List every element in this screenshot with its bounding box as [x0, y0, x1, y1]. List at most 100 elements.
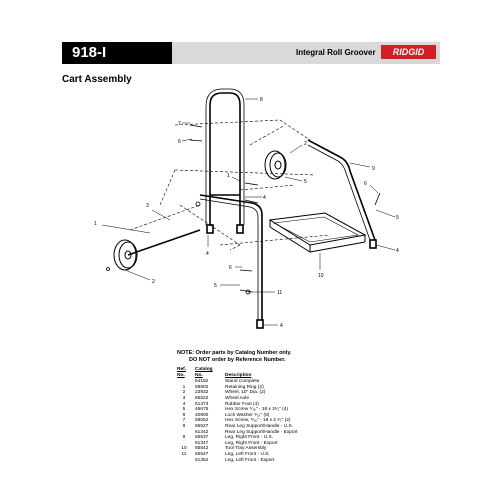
description-cell: Rubber Foot (4) — [225, 401, 259, 407]
callout-4d: 4 — [280, 323, 283, 329]
callout-7: 7 — [178, 121, 181, 127]
header-model-block — [62, 42, 172, 64]
description-cell: Leg, Right Front - U.S. — [225, 435, 273, 441]
description-cell: Leg, Left Front - U.S. — [225, 451, 270, 457]
left-wheel — [113, 239, 138, 271]
section-title: Cart Assembly — [62, 74, 132, 85]
table-row: 3 65522 Wheel Axle — [177, 396, 302, 402]
ref-cell: 10 — [181, 446, 187, 452]
model-number: 918-I — [72, 44, 107, 61]
catalog-cell: 58802 — [195, 384, 209, 390]
description-cell: Retaining Ring (2) — [225, 384, 264, 390]
catalog-cell: 58052 — [195, 418, 209, 424]
callout-1b: 1 — [94, 221, 97, 227]
catalog-cell: 61342 — [195, 429, 209, 435]
ref-cell: 3 — [182, 395, 186, 401]
callout-2b: 2 — [152, 279, 155, 285]
catalog-cell: 40800 — [195, 412, 209, 418]
left-front-leg — [199, 194, 264, 329]
cart-assembly-diagram: 8 7 6 2 5 4 1 4 9 5 4 6 3 1 2 10 4 11 5 … — [94, 88, 399, 329]
description-cell: Stand Complete — [225, 379, 260, 385]
callout-3: 3 — [146, 203, 149, 209]
ref-cell: 2 — [182, 390, 186, 396]
ref-cell: 11 — [181, 451, 187, 457]
order-note-line1: NOTE: Order parts by Catalog Number only… — [177, 350, 292, 356]
order-note: NOTE: Order parts by Catalog Number only… — [177, 350, 292, 363]
parts-table-body: 64182 Stand Complete 1 58802 Retaining Ring … — [177, 379, 302, 463]
callout-4: 4 — [263, 195, 266, 201]
description-cell: Leg, Left Front - Export — [225, 457, 275, 463]
ref-cell: 6 — [182, 412, 186, 418]
table-row: 61352 Leg, Left Front - Export — [177, 458, 302, 464]
catalog-cell: 65537 — [195, 435, 209, 441]
catalog-cell: 64182 — [195, 379, 209, 385]
table-row: 11 65547 Leg, Left Front - U.S. — [177, 452, 302, 458]
wheel-axle — [127, 229, 201, 256]
callout-numbers: 8 7 6 2 5 4 1 4 9 5 4 6 3 1 2 10 4 11 5 … — [94, 97, 399, 329]
right-front-leg — [307, 139, 377, 249]
callout-2: 2 — [304, 141, 307, 147]
header-title-bar — [172, 42, 440, 64]
description-cell: Wheel Axle — [225, 395, 249, 401]
ref-cell: 8 — [182, 423, 186, 429]
callout-5c: 5 — [214, 283, 217, 289]
hardware — [106, 124, 381, 295]
description-cell: Hex Screw ⁵⁄₁₆" - 18 x 2¹⁄₂" (4) — [225, 407, 289, 413]
catalog-cell: 46675 — [195, 407, 209, 413]
catalog-cell: 61352 — [195, 457, 209, 463]
ref-cell: 5 — [182, 407, 186, 413]
table-row: 5 46675 Hex Screw ⁵⁄₁₆" - 18 x 2¹⁄₂" (4) — [177, 407, 302, 413]
callout-4b: 4 — [206, 251, 209, 257]
callout-6b: 6 — [364, 181, 367, 187]
callout-8: 8 — [260, 97, 263, 103]
table-row: 10 65542 Tool Tray Assembly — [177, 446, 302, 452]
catalog-cell: 65527 — [195, 423, 209, 429]
catalog-cell: 65547 — [195, 451, 209, 457]
product-title: Integral Roll Groover — [296, 48, 376, 57]
rear-leg-handle — [205, 88, 245, 234]
col-catalog: Catalog No. — [195, 367, 213, 378]
description-cell: Hex Screw, ⁵⁄₁₆" - 18 x 2 ¹⁄₂" (2) — [225, 418, 291, 424]
catalog-cell: 23932 — [195, 390, 209, 396]
catalog-cell: 65542 — [195, 446, 209, 452]
col-ref: Ref. No. — [177, 367, 187, 378]
ref-cell: 9 — [182, 435, 186, 441]
table-row: 4 61473 Rubber Foot (4) — [177, 402, 302, 408]
ref-cell — [177, 458, 195, 464]
ref-cell: 1 — [182, 384, 186, 390]
catalog-cell: 61473 — [195, 401, 209, 407]
description-cell: Leg, Right Front - Export — [225, 440, 278, 446]
ref-cell: 7 — [182, 418, 186, 424]
callout-5: 5 — [304, 179, 307, 185]
description-cell: Rear Leg Support/Handle - Export — [225, 429, 298, 435]
assembly-guide-lines — [129, 119, 331, 251]
description-cell: Rear Leg Support/Handle - U.S. — [225, 423, 293, 429]
callout-11: 11 — [277, 290, 282, 296]
ridgid-logo: RIDGID — [381, 45, 436, 59]
callout-9: 9 — [372, 166, 375, 172]
tool-tray — [268, 212, 367, 253]
callout-1: 1 — [227, 173, 230, 179]
leader-lines — [101, 98, 396, 326]
callout-4c: 4 — [396, 248, 399, 254]
order-note-line2: DO NOT order by Reference Number. — [189, 356, 286, 363]
right-wheel — [264, 150, 287, 180]
col-description: Description — [225, 372, 252, 378]
table-row: 2 23932 Wheel, 10" Dia. (2) — [177, 390, 302, 396]
description-cell: Tool Tray Assembly — [225, 446, 267, 452]
table-row: 1 58802 Retaining Ring (2) — [177, 385, 302, 391]
table-row: 6 40800 Lock Washer ⁵⁄₁₆" (8) — [177, 413, 302, 419]
table-row: 61342 Rear Leg Support/Handle - Export — [177, 430, 302, 436]
callout-6: 6 — [178, 139, 181, 145]
catalog-cell: 65522 — [195, 395, 209, 401]
ref-cell: 4 — [182, 401, 186, 407]
description-cell: Wheel, 10" Dia. (2) — [225, 390, 266, 396]
parts-table-header: Ref. No. Catalog No. Description — [177, 367, 302, 379]
table-row: 64182 Stand Complete — [177, 379, 302, 385]
table-row: 8 65527 Rear Leg Support/Handle - U.S. — [177, 424, 302, 430]
callout-10: 10 — [318, 273, 324, 279]
table-row: 9 65537 Leg, Right Front - U.S. — [177, 435, 302, 441]
description-cell: Lock Washer ⁵⁄₁₆" (8) — [225, 412, 270, 418]
